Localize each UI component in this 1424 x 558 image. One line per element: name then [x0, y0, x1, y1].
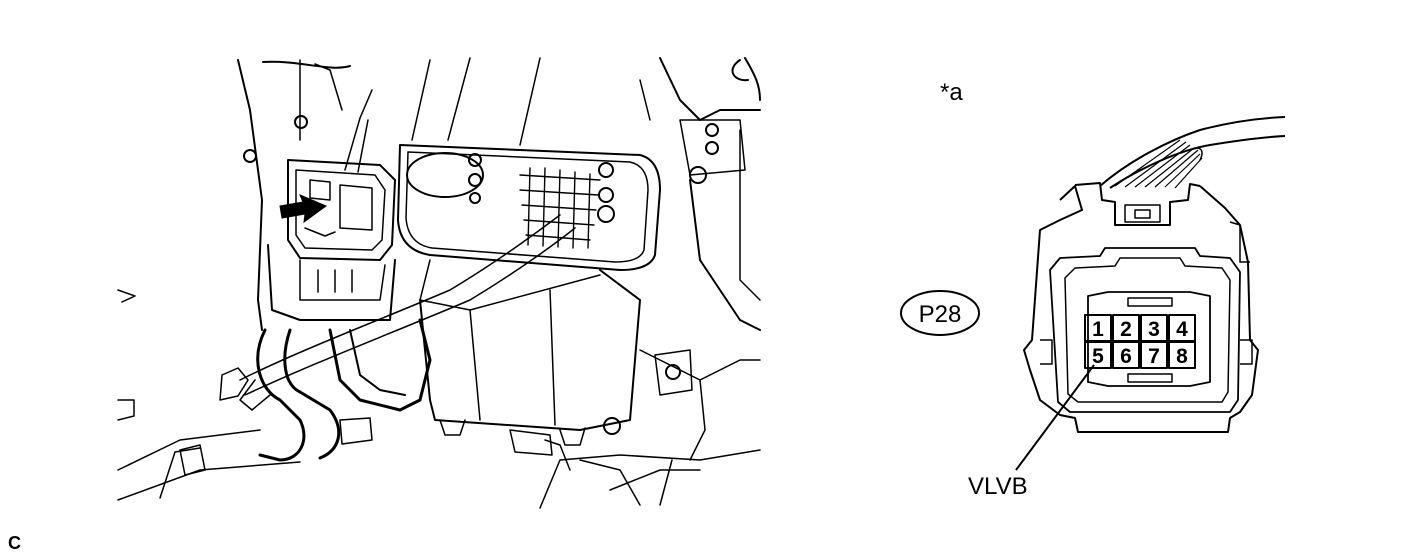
pin-5: 5	[1092, 345, 1104, 368]
pin-7: 7	[1148, 345, 1160, 368]
connector-face-illustration	[1015, 116, 1286, 471]
wire-name-label: VLVB	[968, 473, 1028, 500]
pin-2: 2	[1120, 318, 1132, 341]
engine-bay-illustration	[117, 57, 761, 509]
arrow-icon	[279, 194, 328, 224]
pin-4: 4	[1176, 318, 1188, 341]
pin-3: 3	[1148, 318, 1160, 341]
connector-id-label: P28	[919, 301, 962, 328]
connector-id-oval	[900, 290, 980, 336]
pin-numbers: 1 2 3 4 5 6 7 8	[1092, 318, 1188, 368]
pin-1: 1	[1092, 318, 1104, 341]
pin-6: 6	[1120, 345, 1132, 368]
corner-code-label: C	[8, 533, 21, 553]
pin-8: 8	[1176, 345, 1188, 368]
figure-ref-label: *a	[940, 79, 963, 106]
